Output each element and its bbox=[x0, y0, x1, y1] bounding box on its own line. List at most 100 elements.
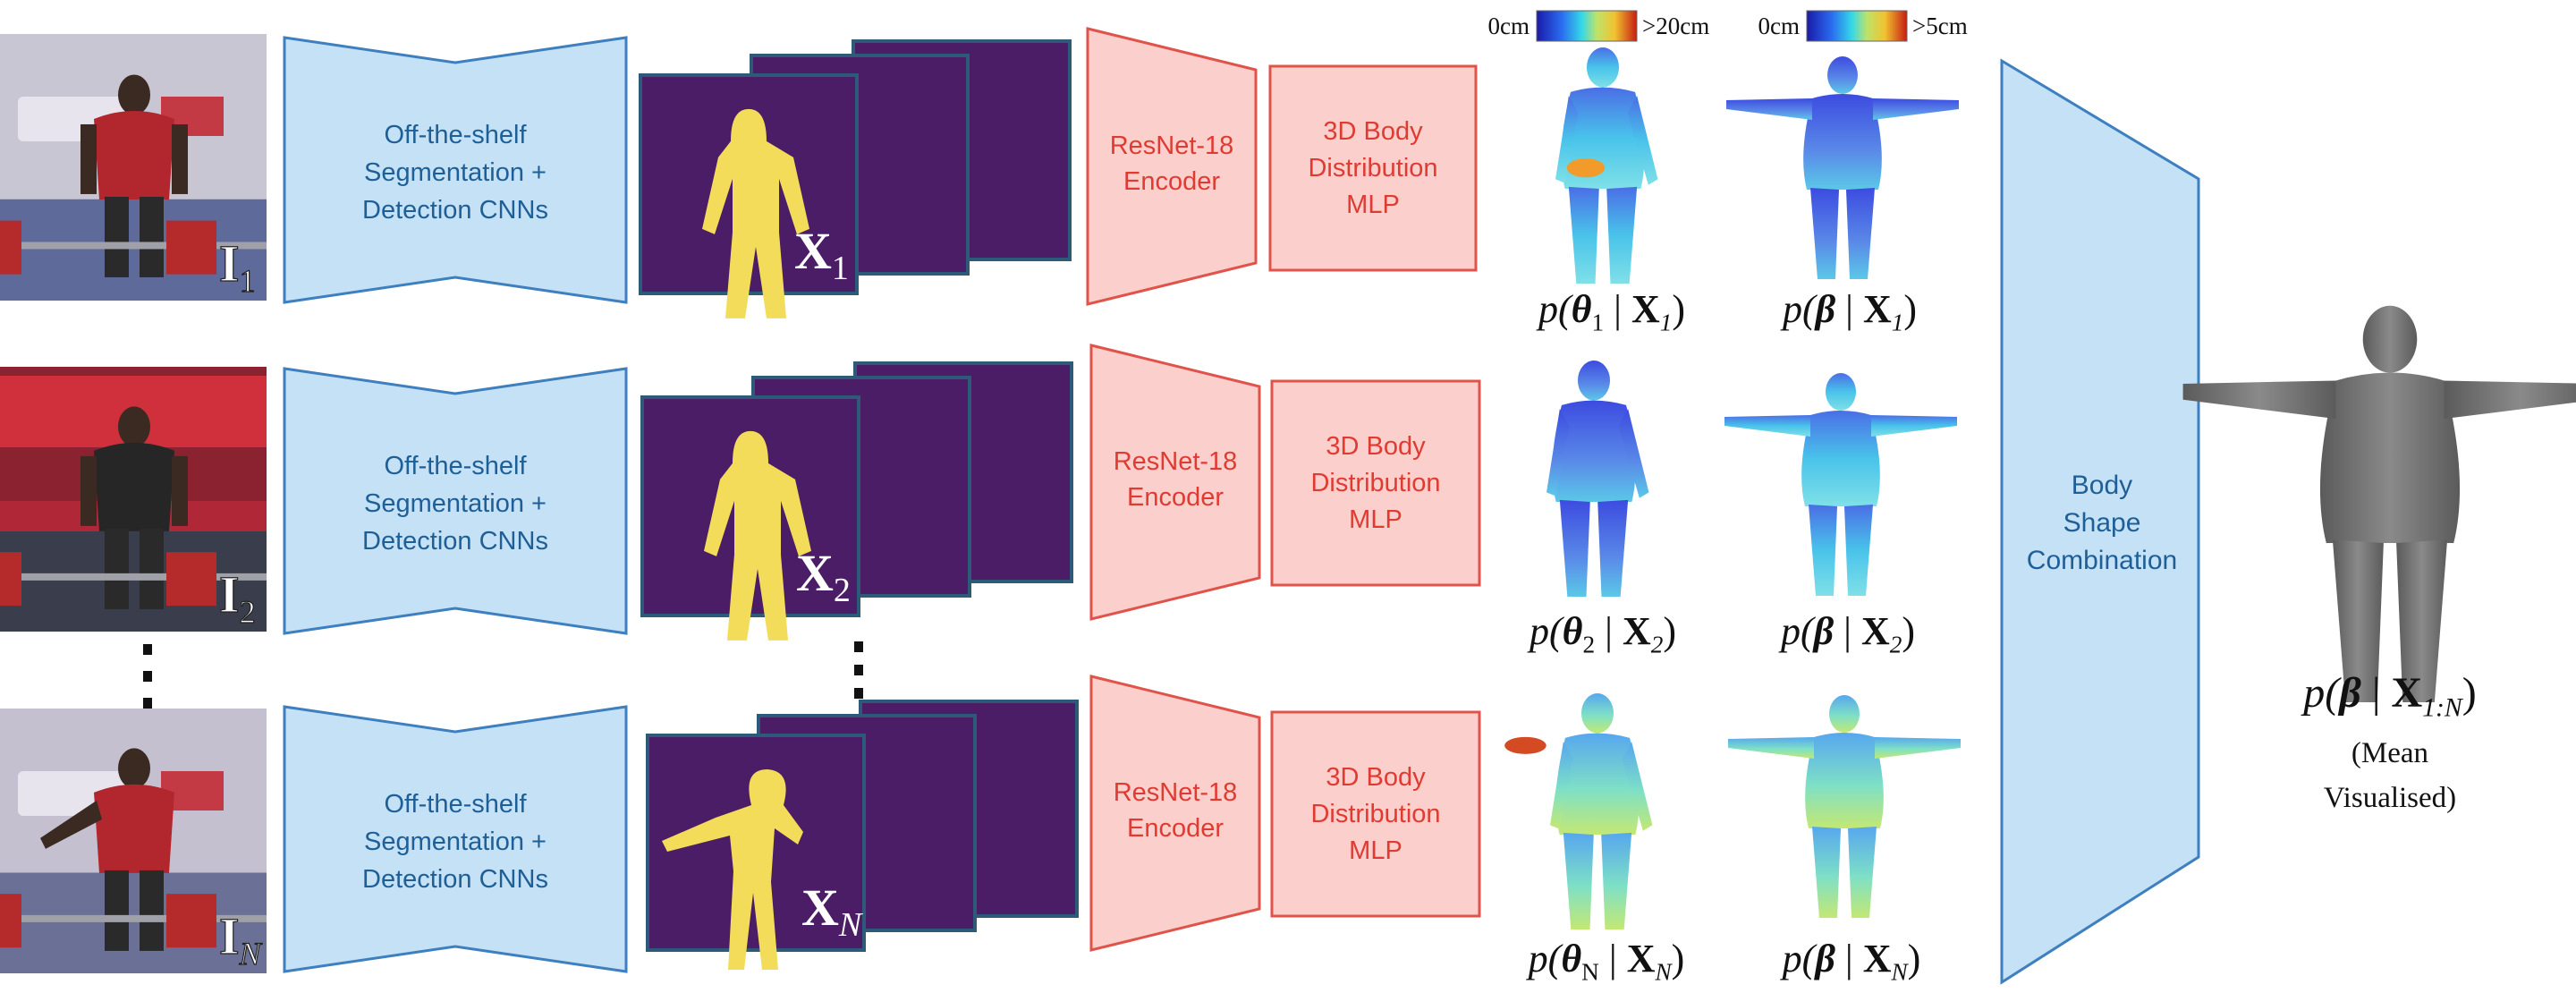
shape-distribution-label-1: p(β | X1) bbox=[1780, 287, 1917, 336]
mesh-left-leg bbox=[1812, 827, 1841, 918]
barbell-plate bbox=[166, 894, 216, 948]
colorbar-max-label: >5cm bbox=[1912, 13, 1968, 39]
mesh-left-arm bbox=[1726, 98, 1812, 120]
pose-distribution-label-3: p(θN | XN) bbox=[1526, 937, 1685, 986]
shape-distribution-label-3-x-sub: N bbox=[1890, 959, 1909, 986]
image-label-2: I2 bbox=[219, 565, 256, 630]
encoder-text-line: Encoder bbox=[1127, 483, 1224, 512]
combination-text-line: Shape bbox=[2063, 508, 2141, 538]
output-distribution-label-symbol: β bbox=[2337, 669, 2361, 717]
pose-distribution-label-3-x-sub: N bbox=[1654, 959, 1673, 986]
image-label-3: IN bbox=[219, 907, 263, 972]
mesh-right-leg bbox=[2396, 539, 2448, 702]
pose-distribution-label-2-pre: p( bbox=[1527, 609, 1564, 653]
mlp-text-line: Distribution bbox=[1308, 154, 1437, 182]
mlp-text-line: MLP bbox=[1346, 191, 1400, 219]
segmentation-text-line: Segmentation + bbox=[364, 158, 547, 187]
ellipsis-dot bbox=[143, 644, 152, 655]
segmentation-text-line: Off-the-shelf bbox=[384, 452, 527, 480]
segmentation-text-line: Detection CNNs bbox=[362, 527, 548, 556]
mesh-left-leg bbox=[1568, 186, 1599, 284]
mesh-right-leg bbox=[1846, 188, 1875, 279]
silhouette bbox=[702, 108, 809, 318]
shape-distribution-label-1-bar: | bbox=[1835, 287, 1863, 331]
mesh-head bbox=[1826, 373, 1856, 411]
uncertainty-hotspot bbox=[1504, 736, 1546, 754]
output-distribution-label-x: X bbox=[2391, 669, 2422, 717]
mesh-head bbox=[1586, 47, 1620, 88]
athlete-right-leg bbox=[140, 870, 164, 951]
mesh-left-arm bbox=[1724, 415, 1810, 437]
mesh-torso bbox=[1552, 400, 1636, 502]
image-label-main: I bbox=[219, 565, 240, 624]
pose-distribution-label-1-bar: | bbox=[1604, 287, 1631, 331]
barbell-plate bbox=[0, 552, 21, 607]
pose-distribution-label-2-x: X bbox=[1623, 609, 1651, 653]
mesh-left-leg bbox=[1809, 505, 1837, 596]
image-label-main: I bbox=[219, 234, 240, 293]
athlete-arm bbox=[172, 455, 188, 526]
athlete-torso bbox=[94, 784, 174, 873]
mesh-right-arm bbox=[1871, 415, 1957, 437]
colorbar-gradient bbox=[1536, 10, 1638, 42]
pose-distribution-label-3-post: ) bbox=[1672, 937, 1685, 980]
mesh-left-arm bbox=[1546, 409, 1570, 496]
proxy-label-main: X bbox=[796, 544, 834, 602]
mesh-right-arm bbox=[1873, 98, 1959, 120]
athlete-head bbox=[118, 74, 150, 115]
segmentation-text-line: Off-the-shelf bbox=[384, 121, 527, 149]
proxy-label-sub: N bbox=[838, 906, 864, 944]
pose-distribution-label-3-pre: p( bbox=[1526, 937, 1563, 980]
proxy-label-sub: 2 bbox=[834, 572, 851, 609]
athlete-arm bbox=[80, 123, 97, 194]
combination-text-line: Body bbox=[2072, 471, 2132, 500]
mlp-text-line: Distribution bbox=[1310, 800, 1440, 828]
combination-text-line: Combination bbox=[2027, 546, 2177, 575]
pose-mesh-1 bbox=[1555, 47, 1658, 284]
shape-distribution-label-1-symbol: β bbox=[1814, 287, 1836, 331]
athlete-torso bbox=[94, 442, 174, 531]
barbell-plate bbox=[166, 552, 216, 607]
mesh-head bbox=[1827, 56, 1858, 94]
pose-mesh-2 bbox=[1546, 361, 1649, 597]
shape-distribution-label-2-bar: | bbox=[1834, 609, 1861, 653]
athlete-arm bbox=[172, 123, 188, 194]
athlete-head bbox=[118, 748, 150, 789]
pose-distribution-label-2-symbol: θ bbox=[1563, 609, 1583, 653]
shape-distribution-label-3-symbol: β bbox=[1813, 937, 1835, 980]
colorbar-gradient bbox=[1806, 10, 1908, 42]
distribution-mlp-box bbox=[1270, 379, 1481, 587]
pose-distribution-label-2-post: ) bbox=[1663, 609, 1676, 653]
encoder-text-line: Encoder bbox=[1123, 167, 1220, 196]
mesh-right-leg bbox=[1597, 499, 1629, 597]
silhouette bbox=[704, 430, 811, 641]
mlp-text-line: 3D Body bbox=[1323, 117, 1423, 146]
mesh-left-leg bbox=[1559, 499, 1590, 597]
proxy-label-sub: 1 bbox=[832, 250, 849, 287]
shape-distribution-label-2-symbol: β bbox=[1812, 609, 1835, 653]
shape-distribution-label-2-x: X bbox=[1861, 609, 1890, 653]
mesh-right-arm bbox=[2444, 380, 2576, 420]
resnet-encoder-trapezoid bbox=[1089, 344, 1261, 621]
athlete-arm bbox=[40, 800, 102, 849]
mesh-right-arm bbox=[1622, 742, 1653, 831]
ellipsis-dot bbox=[143, 698, 152, 709]
mesh-torso bbox=[2319, 372, 2461, 543]
proxy-label-1: X1 bbox=[794, 222, 849, 287]
colorbar-max-label: >20cm bbox=[1642, 13, 1709, 39]
pose-mesh-3 bbox=[1504, 693, 1653, 929]
mesh-left-leg bbox=[2332, 539, 2384, 702]
pose-distribution-label-1-x: X bbox=[1631, 287, 1660, 331]
proxy-label-2: X2 bbox=[796, 544, 851, 609]
input-image-3: IN bbox=[0, 709, 267, 973]
mesh-right-arm bbox=[1627, 96, 1658, 185]
pose-distribution-label-3-symbol-sub: N bbox=[1581, 959, 1599, 986]
athlete-left-leg bbox=[105, 528, 129, 609]
athlete-left-leg bbox=[105, 870, 129, 951]
silhouette bbox=[662, 769, 803, 970]
